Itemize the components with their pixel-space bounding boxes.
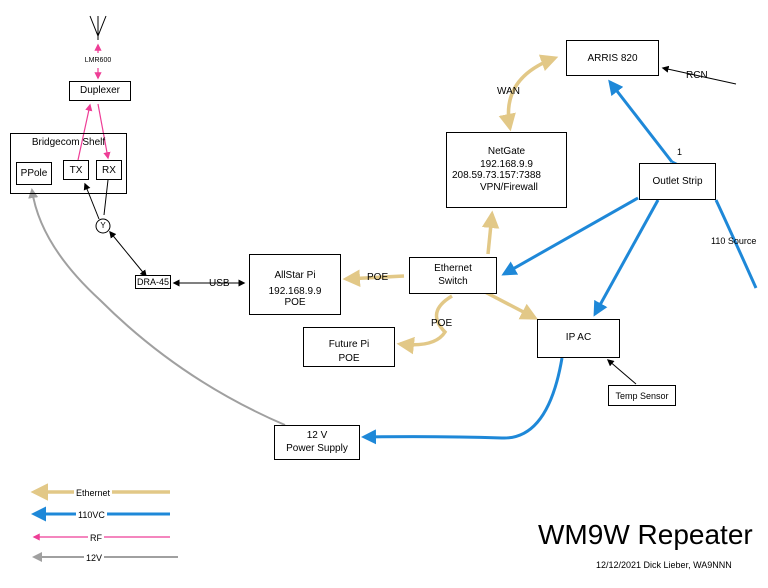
allstar-pi-name: AllStar Pi [274, 270, 316, 281]
tx-label: TX [69, 165, 83, 176]
y-junction-circle [95, 218, 111, 234]
poe-allstar-label: POE [367, 272, 389, 283]
temp-sensor-box: Temp Sensor [608, 385, 676, 406]
duplexer-box: Duplexer [69, 81, 131, 101]
eth-switch-ipac [484, 290, 539, 320]
ethernet-switch-line2: Switch [438, 276, 468, 287]
p110-outlet-ipac [593, 199, 660, 317]
temp-sensor-label: Temp Sensor [615, 391, 669, 401]
usb-label: USB [209, 278, 230, 289]
link-rcn-arris [661, 65, 737, 85]
power-supply-line2: Power Supply [286, 443, 348, 454]
future-pi-box: Future Pi POE [303, 327, 395, 367]
p110-source-outlet [714, 199, 758, 289]
arris-820-label: ARRIS 820 [587, 53, 638, 64]
rf-tx-duplexer [77, 103, 93, 161]
netgate-wan-ip: 208.59.73.157:7388 [452, 170, 541, 181]
eth-switch-allstar [342, 269, 405, 288]
ethernet-links [342, 54, 559, 355]
rx-box: RX [96, 160, 122, 180]
allstar-pi-poe: POE [284, 297, 306, 308]
dra45-box: DRA-45 [135, 275, 171, 289]
ip-ac-label: IP AC [565, 332, 592, 343]
eth-switch-futurepi [396, 294, 453, 355]
legend-rf-label: RF [88, 532, 104, 544]
link-y-dra45 [109, 230, 147, 278]
legend-12v-label: 12V [84, 552, 105, 564]
antenna-icon [89, 15, 107, 40]
duplexer-label: Duplexer [79, 85, 121, 96]
legend-ethernet-label: Ethernet [74, 487, 113, 499]
rf-duplexer-rx [97, 103, 111, 160]
lmr600-label: LMR600 [84, 57, 112, 64]
tx-box: TX [63, 160, 89, 180]
link-tx-y [83, 182, 100, 220]
allstar-pi-ip: 192.168.9.9 [268, 286, 322, 297]
y-junction-label: Y [100, 221, 106, 230]
rx-label: RX [102, 165, 116, 176]
legend-lines [30, 483, 178, 562]
ip-ac-box: IP AC [537, 319, 620, 358]
diagram-credit: 12/12/2021 Dick Lieber, WA9NNN [596, 560, 732, 570]
p110-outlet-switch [501, 196, 639, 276]
rf-links [77, 43, 111, 161]
source-110-label: 110 Source [711, 236, 757, 246]
ethernet-switch-box: Ethernet Switch [409, 257, 497, 294]
power-110-links [361, 79, 758, 445]
eth-netgate-arris [498, 54, 559, 132]
ethernet-switch-line1: Ethernet [434, 263, 472, 274]
power-supply-line1: 12 V [306, 430, 328, 441]
arris-820-box: ARRIS 820 [566, 40, 659, 76]
diagram-title: WM9W Repeater [538, 519, 753, 550]
ppole-box: PPole [16, 162, 52, 185]
future-pi-name: Future Pi [328, 339, 370, 350]
netgate-role: VPN/Firewall [480, 182, 538, 193]
netgate-name: NetGate [487, 146, 526, 157]
rcn-label: RCN [686, 70, 708, 81]
outlet-strip-label: Outlet Strip [652, 176, 703, 187]
p110-outlet-arris [608, 79, 674, 163]
p12v-supply-ppole [28, 188, 286, 426]
future-pi-poe: POE [338, 353, 360, 364]
netgate-box: NetGate 192.168.9.9 208.59.73.157:7388 V… [446, 132, 567, 208]
wan-label: WAN [497, 86, 520, 97]
power-supply-box: 12 V Power Supply [274, 425, 360, 460]
bridgecom-shelf-label: Bridgecom Shelf [31, 137, 106, 148]
p110-ipac-supply [361, 357, 564, 445]
control-links [83, 65, 737, 385]
outlet-number-label: 1 [677, 147, 683, 157]
dra45-label: DRA-45 [136, 277, 169, 287]
netgate-lan-ip: 192.168.9.9 [480, 159, 533, 170]
bridgecom-shelf-box: Bridgecom Shelf [10, 133, 127, 194]
legend-110vc-label: 110VC [76, 509, 107, 521]
link-temp-ipac [606, 359, 637, 385]
eth-switch-netgate [481, 210, 500, 255]
allstar-pi-box: AllStar Pi 192.168.9.9 POE [249, 254, 341, 315]
poe-future-label: POE [431, 318, 453, 329]
ppole-label: PPole [20, 168, 48, 179]
outlet-strip-box: Outlet Strip [639, 163, 716, 200]
link-rx-y [103, 179, 109, 216]
